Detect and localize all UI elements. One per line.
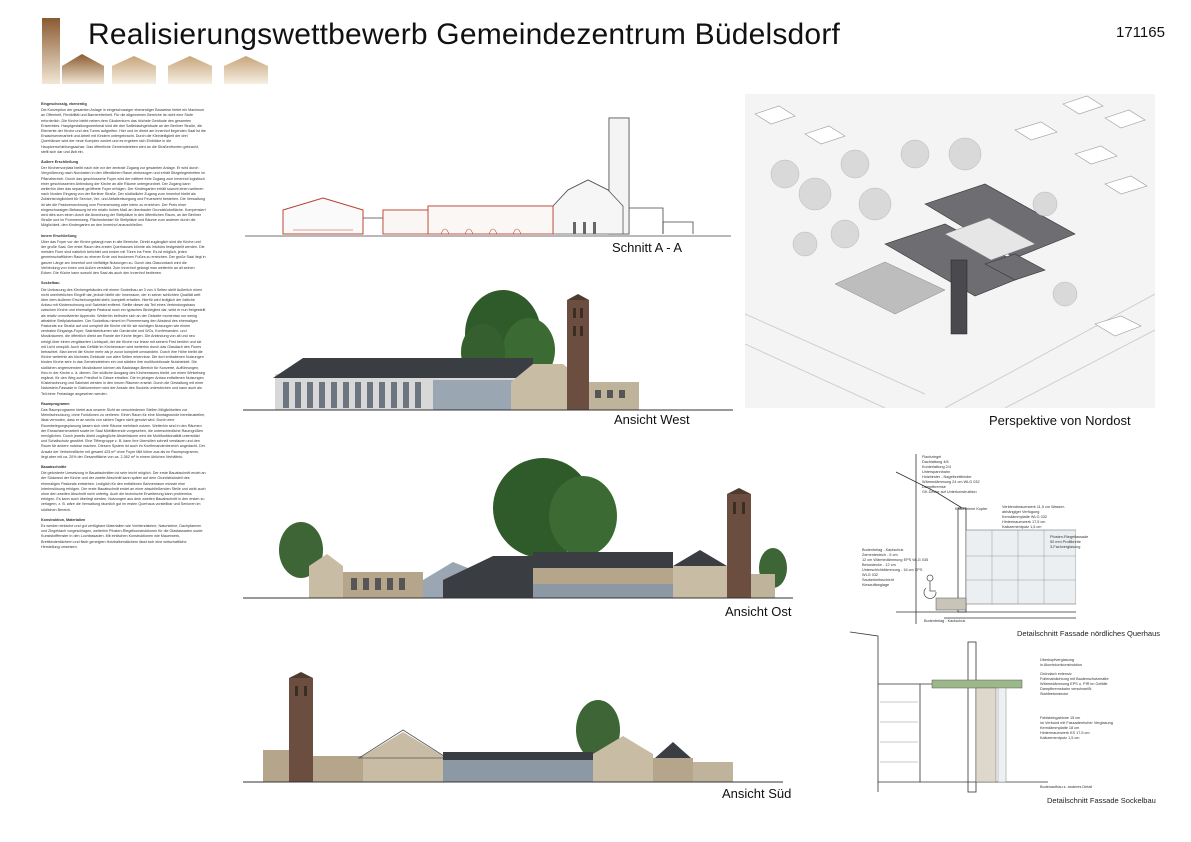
note-line: Kerndämmplatte 18 cm	[1040, 726, 1080, 730]
note-line: Konterlattung 2/4	[922, 465, 951, 469]
note-line: 50 mm Profilbreite	[1050, 540, 1081, 544]
note-gutter: Kastenrinne Kupfer	[955, 507, 988, 511]
entry-number: 171165	[1116, 24, 1165, 41]
text-section-body: Der Kirchenvorplatz bleibt nach wie vor …	[41, 166, 206, 228]
text-section-heading: Eingeschossig, ebenerdig	[41, 102, 87, 106]
text-section-heading: Raumprogramm	[41, 401, 70, 406]
text-section-heading: Sockelbau	[41, 281, 60, 286]
caption-perspective: Perspektive von Nordost	[989, 413, 1131, 428]
page-title: Realisierungswettbewerb Gemeindezentrum …	[88, 18, 841, 51]
note-line: Folienabdichtung mit Bautenschutzmatte	[1040, 677, 1109, 681]
note-line: Unterschichtdämmung - 16 cm XPS WLG 032	[862, 568, 923, 577]
note-line: Hintermauerwerk 17,5 cm	[1002, 520, 1046, 524]
note-line: abhängiger Verfugung	[1002, 510, 1040, 514]
text-section-heading: Bauabschnitte	[41, 465, 67, 469]
text-section-body: Es werden einfache und gut verfügbare Ma…	[41, 524, 203, 549]
note-line: Kalkzementputz 1,5 cm	[1002, 525, 1042, 529]
note-line: Flachziegel	[922, 455, 942, 459]
text-section-body: Die geforderte Umsetzung in Bauabschnitt…	[41, 471, 206, 512]
note-line: Unterspannbahn	[922, 470, 951, 474]
note-line: Holzbinder - Nagelbrettbinder	[922, 475, 972, 479]
note-line: Dampfbremsbahn verschweißt	[1040, 687, 1092, 691]
caption-detail-base: Detailschnitt Fassade Sockelbau	[1047, 796, 1156, 805]
note-line: Wärmedämmung 24 cm WLG 032	[922, 480, 980, 484]
note-line: Feldsteingabione 15 cm	[1040, 716, 1081, 720]
text-section-body: Die Umbauung des Kirchengebäudes mit ein…	[41, 287, 206, 396]
note-line: 3-Fachverglasung	[1050, 545, 1081, 549]
text-section-heading: Konstruktion, Materialien	[41, 517, 86, 522]
note-line: Pfosten-Riegelfassade	[1050, 535, 1089, 539]
caption-detail-north: Detailschnitt Fassade nördliches Querhau…	[1017, 629, 1160, 638]
note-line: im Verbund mit Fassadenhoher Verglasung	[1040, 721, 1113, 725]
note-line: in Aluminiumkonstruktion	[1040, 663, 1082, 667]
note-line: Kerndämmplatte WLG 032	[1002, 515, 1047, 519]
note-line: Wärmedämmung EPS o. PIR im Gefälle	[1040, 682, 1108, 686]
note-line: Zementestrich - 5 cm	[862, 553, 898, 557]
detail-north-transept-drawing	[896, 454, 1076, 624]
note-line: Bodenbelag - Kautschuk	[862, 548, 904, 552]
text-section-body: Das Raumprogramm bietet aus unserer Sich…	[41, 407, 206, 459]
section-aa-drawing	[245, 117, 731, 237]
text-section-body: Über das Foyer vor der Kirche gelangt ma…	[41, 239, 206, 276]
text-section-heading: Innere Erschließung	[41, 233, 77, 238]
note-line: Kalkzementputz 1,5 cm	[1040, 736, 1080, 740]
note-line: Stahlbetondecke	[1040, 692, 1069, 696]
note-line: 12 cm Wärmedämmung EPS WLG 035	[862, 558, 929, 562]
note-line: Sauberkeitsschicht	[862, 578, 894, 582]
note-line: Betondecke - 12 cm	[862, 563, 896, 567]
caption-section-aa: Schnitt A - A	[612, 240, 683, 255]
note-line: Dachlattung 4/6	[922, 460, 949, 464]
note-line: Gründach extensiv	[1040, 672, 1072, 676]
elevation-east-drawing	[243, 458, 793, 599]
note-line: Verblendmauerwerk 11,5 cm Wasser-	[1002, 505, 1066, 509]
competition-logo	[42, 18, 268, 84]
text-section-heading: Äußere Erschließung	[41, 160, 79, 165]
note-line: Hintermauerwerk KS 17,5 cm	[1040, 731, 1090, 735]
caption-view-west: Ansicht West	[614, 412, 690, 427]
note-base-detail: Bodenaufbau s. anderes Detail	[1040, 785, 1093, 789]
caption-view-south: Ansicht Süd	[722, 786, 792, 801]
detail-base-drawing	[849, 631, 1048, 793]
text-section-body: Die Konzeption der gesamten Anlage in ei…	[41, 108, 206, 154]
note-wall-layers: Verblendmauerwerk 11,5 cm Wasser-abhängi…	[1002, 505, 1092, 530]
elevation-west-drawing	[243, 290, 733, 411]
note-floor-bottom: Bodenbelag - Kautschuk	[924, 619, 966, 623]
note-line: Überkopfverglasung	[1040, 658, 1074, 662]
note-line: Kiesauffanglage	[862, 583, 890, 587]
elevation-south-drawing	[243, 672, 783, 783]
caption-view-east: Ansicht Ost	[725, 604, 792, 619]
text-section: Konstruktion, Materialien Es werden einfa…	[41, 518, 206, 550]
perspective-northeast-drawing	[745, 94, 1155, 408]
note-line: Dampfbremse	[922, 485, 946, 489]
note-line: GK-Decke auf Unterkonstruktion	[922, 490, 977, 494]
